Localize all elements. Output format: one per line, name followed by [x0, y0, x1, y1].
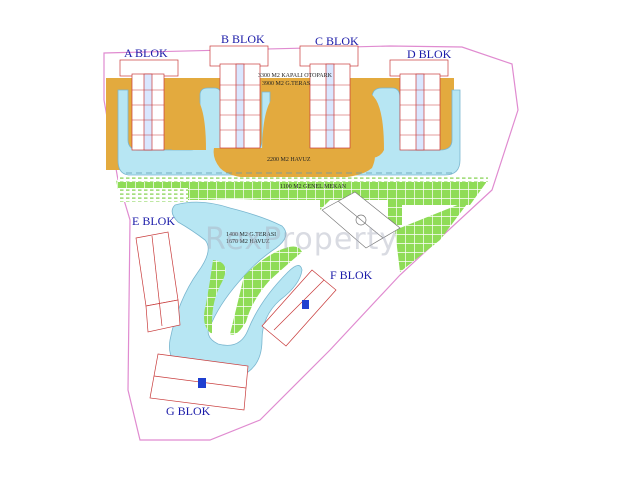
note-terrace-top: 3900 M2 G.TERAS — [262, 81, 311, 87]
grass-lower-left — [204, 260, 226, 334]
label-block-a: A BLOK — [124, 46, 168, 60]
terrace-center — [213, 148, 375, 178]
terrace-arch-2 — [262, 92, 300, 160]
label-block-b: B BLOK — [221, 32, 265, 46]
building-b — [209, 45, 269, 149]
note-pool-top: 2200 M2 HAVUZ — [267, 157, 311, 163]
label-block-f: F BLOK — [330, 268, 373, 282]
label-block-c: C BLOK — [315, 34, 359, 48]
watermark-logo: RexProperty — [205, 222, 399, 257]
building-d — [389, 59, 449, 151]
sports-court — [321, 191, 401, 249]
label-block-d: D BLOK — [407, 47, 452, 61]
grass-lower-mid — [230, 246, 302, 335]
note-parking: 3300 M2 KAPALI OTOPARK — [258, 73, 332, 79]
pool-lower — [169, 201, 303, 377]
general-space-grass — [116, 180, 488, 228]
label-block-e: E BLOK — [132, 214, 175, 228]
terrace-arch-1 — [172, 92, 206, 150]
terrace-arch-3 — [346, 92, 384, 158]
dashed-hedge-left — [118, 188, 188, 202]
label-block-g: G BLOK — [166, 404, 211, 418]
building-c — [299, 45, 359, 149]
note-general-space: 1100 M2 GENEL MEKAN — [280, 184, 347, 190]
stair-cores — [198, 300, 309, 388]
note-terrace-lower: 1400 M2 G.TERASI — [226, 232, 277, 238]
note-pool-lower: 1670 M2 HAVUZ — [226, 239, 270, 245]
building-room-lines — [132, 84, 440, 136]
building-a — [119, 59, 179, 151]
building-f — [261, 269, 337, 347]
grass-wedge-right — [395, 200, 470, 272]
dashed-hedge-top — [118, 177, 488, 182]
building-e — [135, 231, 181, 333]
